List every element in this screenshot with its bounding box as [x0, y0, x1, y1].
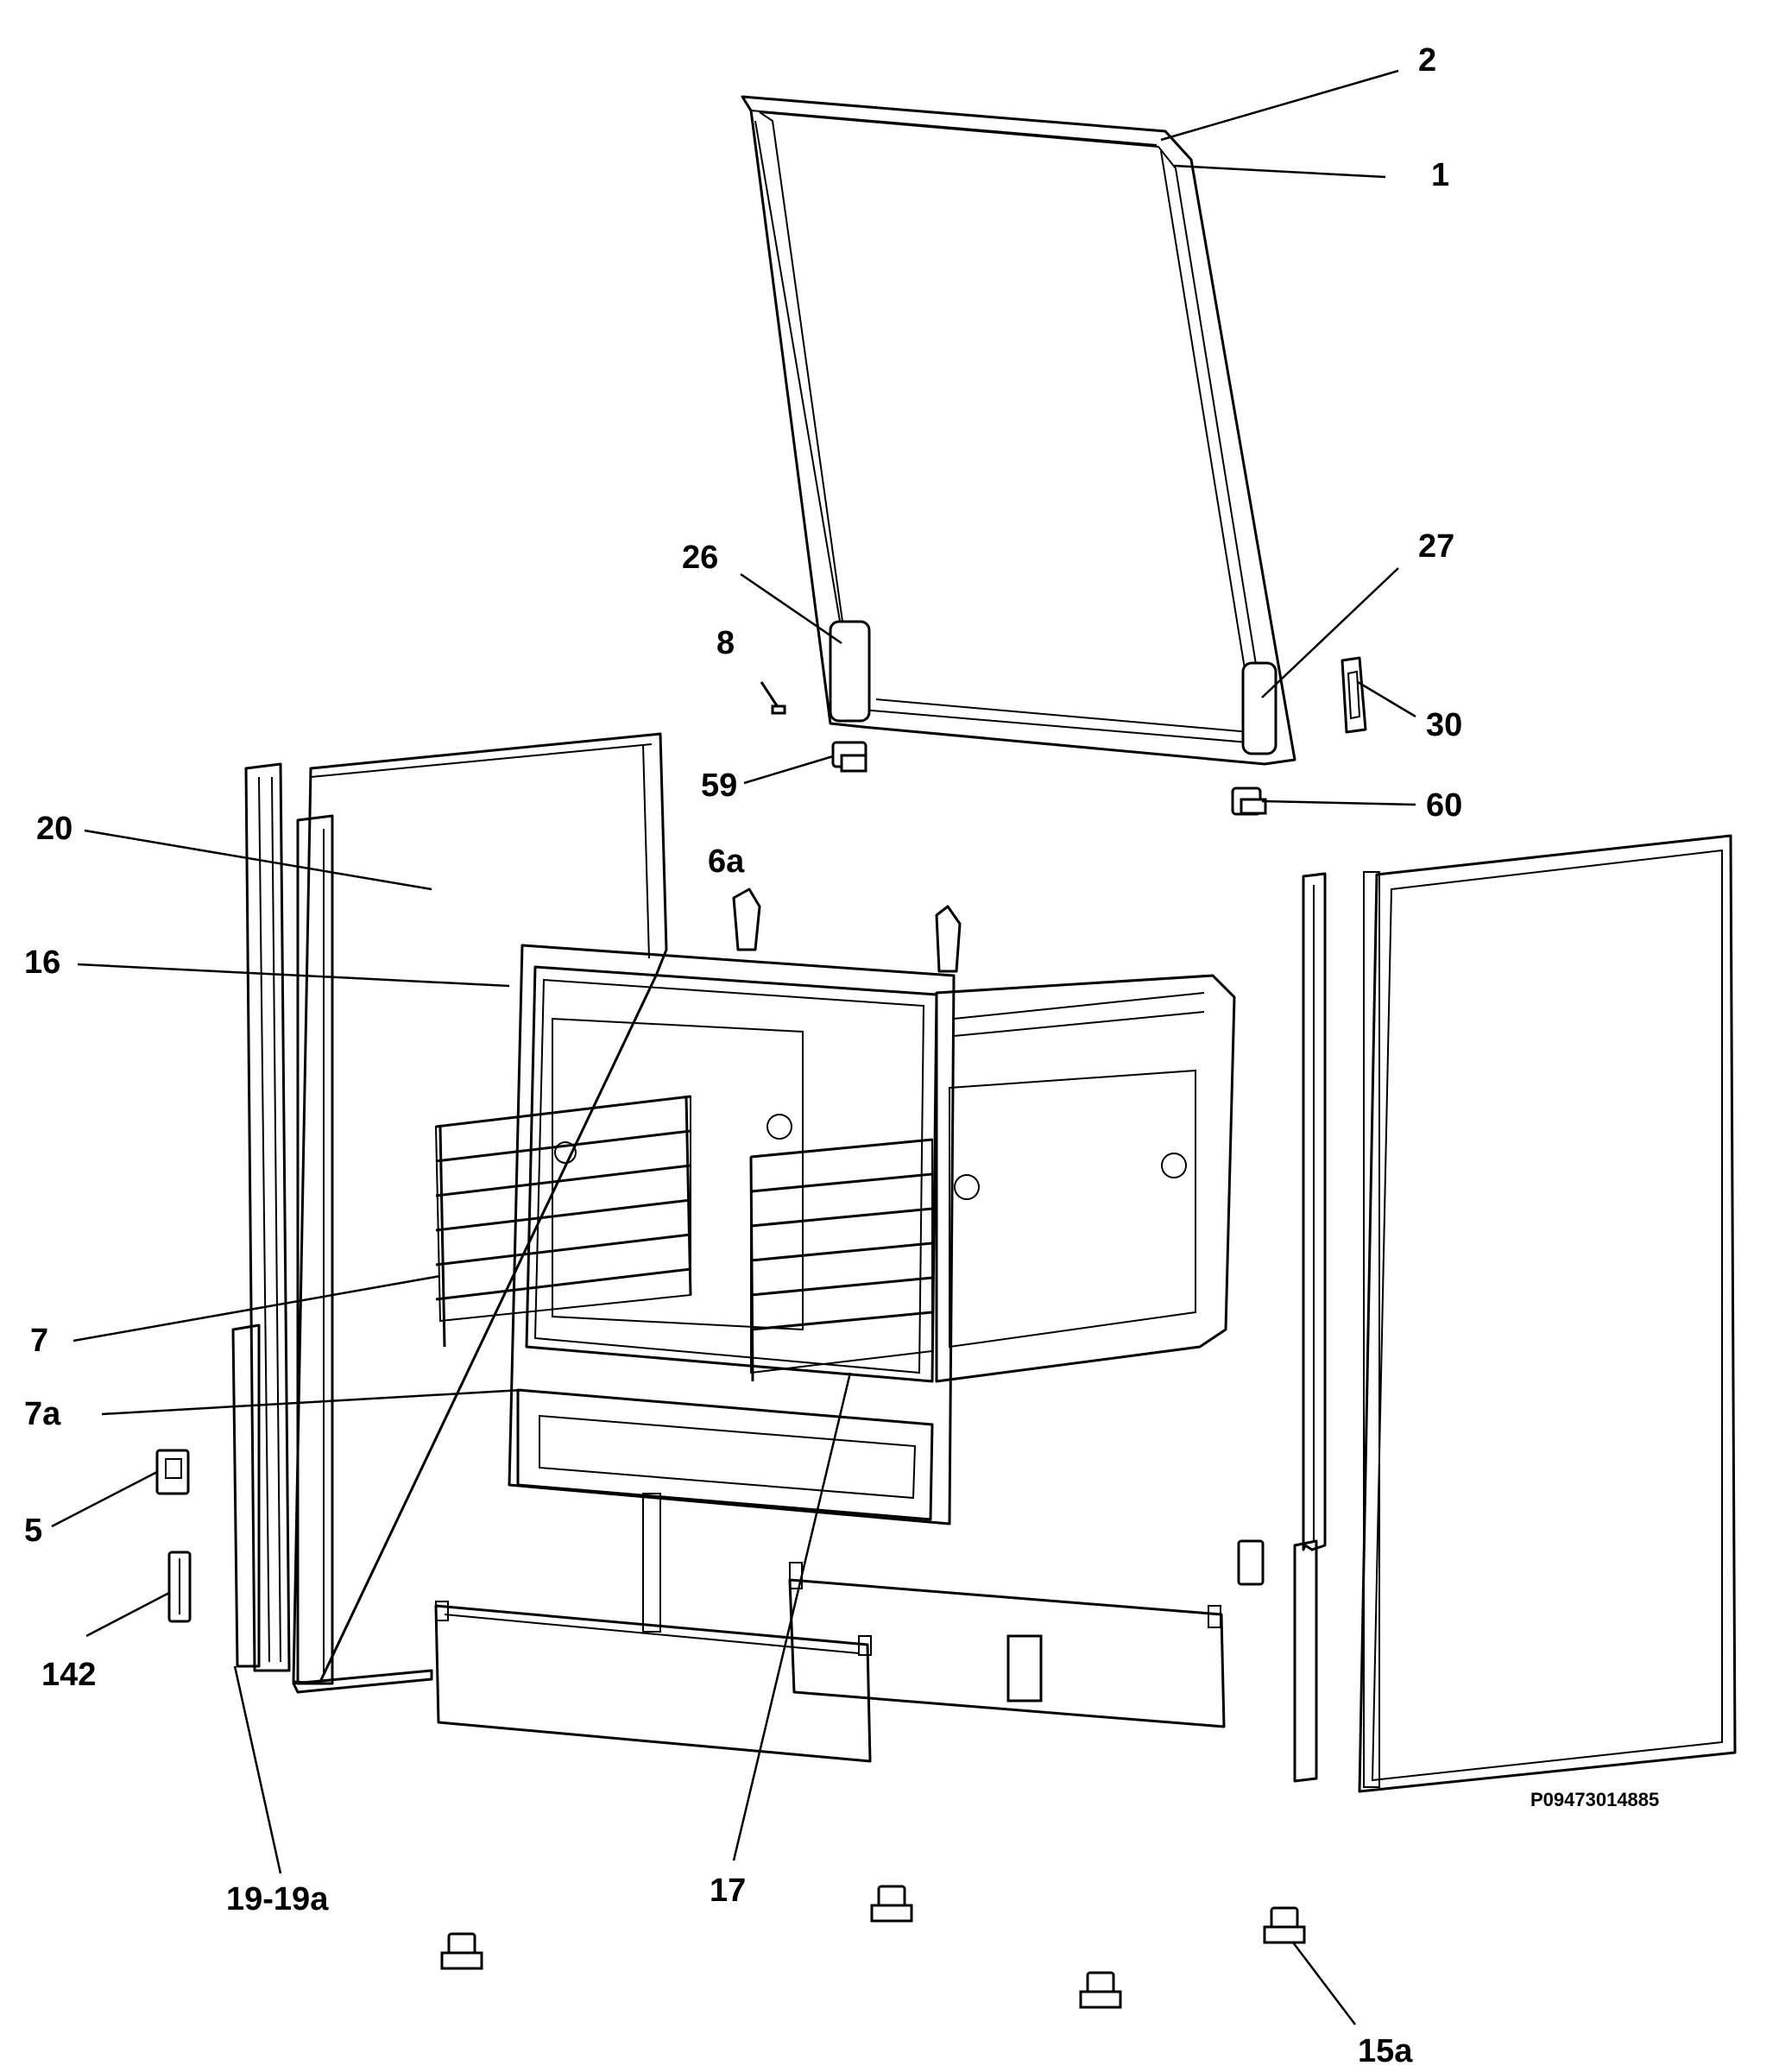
callout-label: 15a — [1358, 2033, 1413, 2069]
bracket-part-5 — [155, 1449, 190, 1495]
left-rail-part — [231, 762, 291, 1672]
callout-label: 20 — [36, 811, 73, 847]
callout-label: 26 — [682, 540, 718, 576]
latch-part-right — [1237, 1539, 1265, 1586]
callout-label: 30 — [1426, 707, 1462, 743]
callout-label: 2 — [1418, 42, 1436, 79]
oven-cavity-part — [508, 888, 1236, 1633]
callout-label: 142 — [41, 1657, 96, 1693]
callout-label: 6a — [708, 843, 745, 880]
bottom-plate-rear — [788, 1562, 1226, 1728]
callout-label: 19-19a — [226, 1881, 329, 1917]
foot-part — [440, 1885, 1306, 2009]
left-side-panel-part — [292, 732, 668, 1694]
bracket-part-142 — [167, 1551, 192, 1623]
screw-part-8 — [760, 681, 786, 715]
callout-labels: 2 1 26 27 8 30 59 60 20 6a 16 7 7a 5 142… — [24, 42, 1659, 2069]
callout-label: 8 — [716, 625, 735, 661]
rack-part-left — [434, 1095, 692, 1348]
hinge-part-60 — [1231, 786, 1267, 816]
callout-label: 16 — [24, 944, 60, 981]
hinge-part-59 — [831, 741, 867, 773]
callout-label: 60 — [1426, 787, 1462, 824]
callout-label: 17 — [710, 1873, 746, 1909]
callout-label: 7a — [24, 1396, 61, 1432]
callout-label: 1 — [1431, 157, 1449, 193]
callout-label: 59 — [701, 768, 737, 804]
leader-lines — [51, 69, 1416, 2025]
callout-label: 5 — [24, 1513, 42, 1549]
callout-label: 27 — [1418, 528, 1454, 565]
right-side-panel-part — [1358, 834, 1737, 1793]
drawing-code: P09473014885 — [1530, 1789, 1659, 1810]
callout-label: 7 — [30, 1323, 48, 1359]
clip-part-30 — [1341, 656, 1367, 734]
rack-part-right — [749, 1138, 933, 1382]
top-frame-part — [741, 95, 1296, 766]
right-rail-part — [1293, 872, 1327, 1783]
bottom-plate-front — [434, 1601, 872, 1763]
